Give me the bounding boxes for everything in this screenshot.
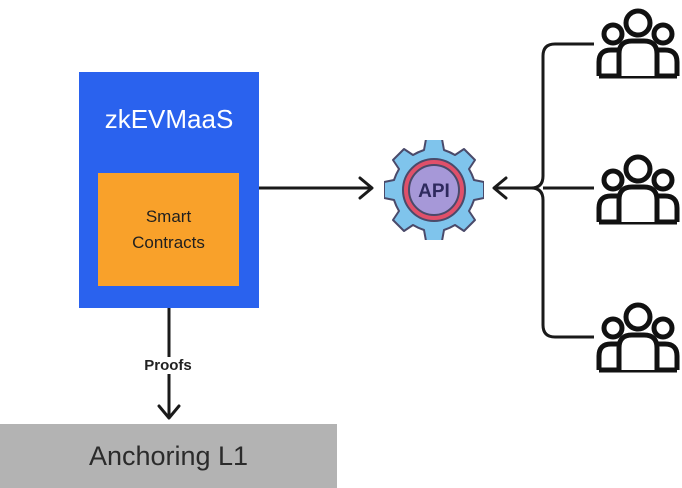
zkevmaas-title: zkEVMaaS: [104, 104, 234, 134]
users-to-api-arrowhead: [492, 176, 508, 200]
user-group-icon: [596, 8, 680, 79]
api-label: API: [418, 181, 450, 202]
zkevmaas-box: zkEVMaaS Smart Contracts: [79, 72, 259, 308]
users-bracket: [530, 42, 594, 339]
smart-contracts-label: Smart Contracts: [132, 206, 205, 252]
zkevm-to-api-arrowhead: [358, 176, 374, 200]
zkevm-to-anchor-arrowhead: [157, 404, 181, 420]
user-group-icon: [596, 302, 680, 373]
anchoring-l1-box: Anchoring L1: [0, 424, 337, 488]
anchoring-l1-label: Anchoring L1: [88, 440, 249, 471]
api-gear-icon: API: [384, 140, 484, 240]
smart-contracts-box: Smart Contracts: [98, 173, 239, 286]
user-group-icon: [596, 154, 680, 225]
proofs-label: Proofs: [128, 357, 208, 374]
